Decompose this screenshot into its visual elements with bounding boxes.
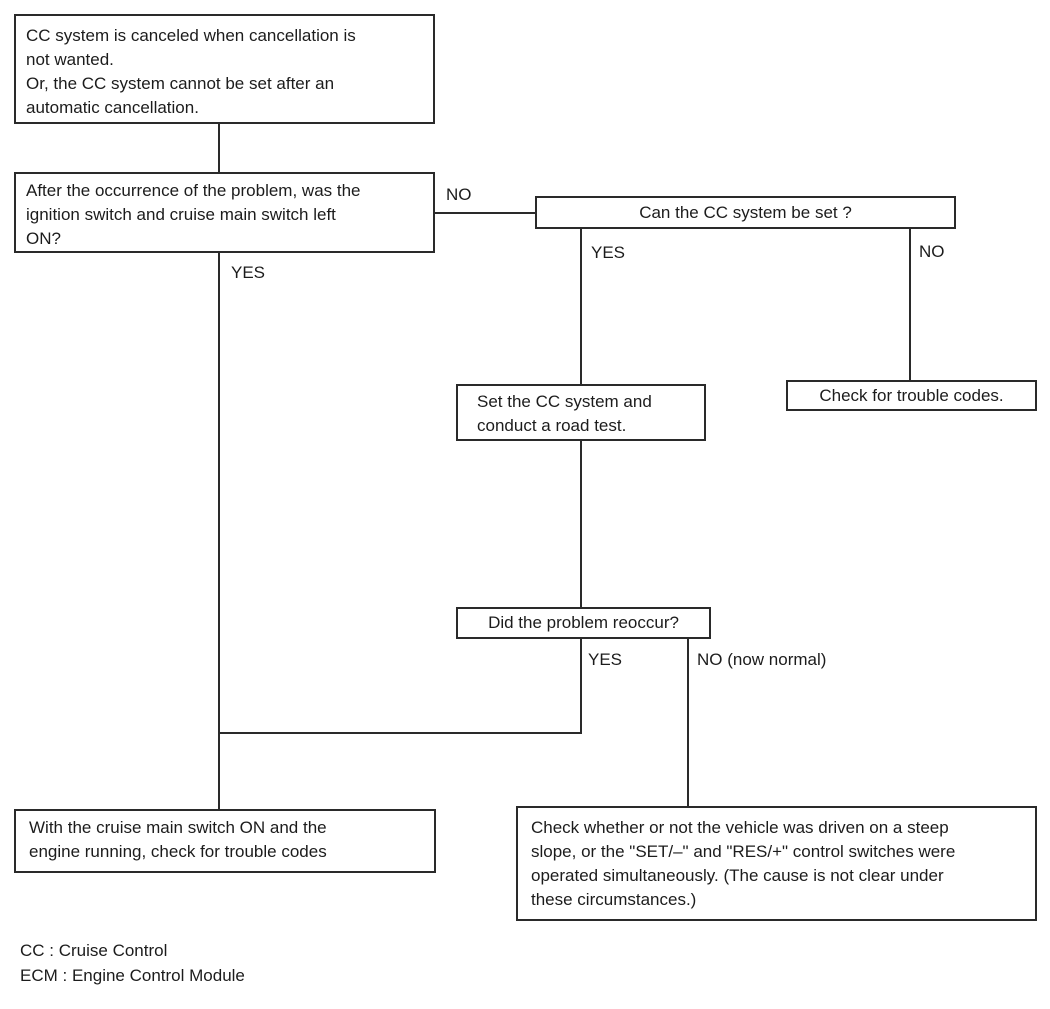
connector-canset-no	[909, 229, 911, 380]
edge-label-no-now-normal: NO (now normal)	[697, 650, 827, 669]
node-action-set-cc-road-test: Set the CC system and conduct a road tes…	[456, 384, 706, 441]
edge-label-yes-reoccur: YES	[588, 650, 623, 669]
edge-label-no-question1: NO	[446, 185, 472, 204]
connector-yes-branch-main	[218, 253, 220, 809]
node-question-can-cc-be-set: Can the CC system be set ?	[535, 196, 956, 229]
node-action-check-steep-slope: Check whether or not the vehicle was dri…	[516, 806, 1037, 921]
connector-canset-yes	[580, 229, 582, 384]
node-symptom-description: CC system is canceled when cancellation …	[14, 14, 435, 124]
node-question-problem-reoccur: Did the problem reoccur?	[456, 607, 711, 639]
connector-roadtest-to-reoccur	[580, 441, 582, 607]
node-action-main-switch-on-check-codes: With the cruise main switch ON and the e…	[14, 809, 436, 873]
edge-label-yes-can-set: YES	[591, 243, 626, 262]
connector-reoccur-yes-horizontal	[218, 732, 582, 734]
connector-symptom-to-question1	[218, 124, 220, 172]
legend-ecm: ECM : Engine Control Module	[20, 966, 245, 985]
edge-label-no-can-set: NO	[919, 242, 945, 261]
legend-cc: CC : Cruise Control	[20, 941, 168, 960]
abbreviation-legend: CC : Cruise Control ECM : Engine Control…	[20, 938, 245, 988]
connector-reoccur-yes-vertical	[580, 639, 582, 734]
node-question-ignition-switch-left-on: After the occurrence of the problem, was…	[14, 172, 435, 253]
node-action-check-trouble-codes: Check for trouble codes.	[786, 380, 1037, 411]
edge-label-yes-question1: YES	[231, 263, 266, 282]
connector-reoccur-no	[687, 639, 689, 806]
connector-no-branch	[435, 212, 535, 214]
